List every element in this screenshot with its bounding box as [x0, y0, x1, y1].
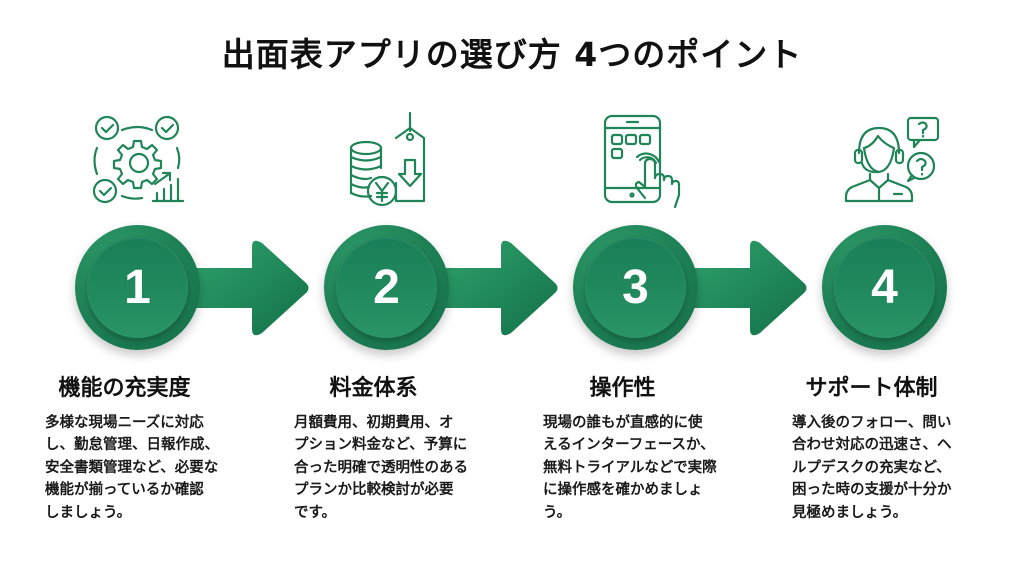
step-badge-4: 4	[822, 225, 947, 350]
step-number: 4	[834, 237, 935, 338]
point-description: 多様な現場ニーズに対応 し、勤怠管理、日報作成、 安全書類管理など、必要な 機能…	[45, 415, 219, 521]
point-heading: 操作性	[589, 376, 656, 401]
point-heading: 料金体系	[329, 376, 418, 401]
point-heading: サポート体制	[805, 376, 938, 401]
point-2: 2 料金体系 月額費用、初期費用、オ プション料金など、予算に 合った明確で透明…	[249, 0, 558, 572]
arrow-right-icon	[190, 235, 310, 341]
step-badge-1: 1	[75, 225, 200, 350]
point-heading: 機能の充実度	[58, 376, 191, 401]
page-title: 出面表アプリの選び方 4つのポイント	[221, 35, 803, 74]
point-1: 1 機能の充実度 多様な現場ニーズに対応 し、勤怠管理、日報作成、 安全書類管理…	[0, 0, 309, 572]
tablet-touch-hand-icon	[575, 108, 695, 209]
coins-yen-price-tag-icon	[326, 108, 446, 208]
step-number: 1	[87, 237, 188, 338]
step-badge-3: 3	[573, 225, 698, 350]
point-3: 3 操作性 現場の誰もが直感的に使 えるインターフェースか、 無料トライアルなど…	[498, 0, 807, 572]
support-operator-headset-icon	[824, 108, 944, 208]
point-description: 導入後のフォロー、問い 合わせ対応の迅速さ、ヘ ルプデスクの充実など、 困った時…	[792, 415, 952, 521]
arrow-right-icon	[439, 235, 559, 341]
step-number: 3	[585, 237, 686, 338]
point-description: 現場の誰もが直感的に使 えるインターフェースか、 無料トライアルなどで実際 に操…	[543, 415, 717, 521]
point-4: 4 サポート体制 導入後のフォロー、問い 合わせ対応の迅速さ、ヘ ルプデスクの充…	[747, 0, 996, 572]
step-badge-2: 2	[324, 225, 449, 350]
point-description: 月額費用、初期費用、オ プション料金など、予算に 合った明確で透明性のある プラ…	[294, 415, 468, 521]
step-number: 2	[336, 237, 437, 338]
arrow-right-icon	[688, 235, 808, 341]
gear-checklist-chart-icon	[77, 108, 197, 208]
